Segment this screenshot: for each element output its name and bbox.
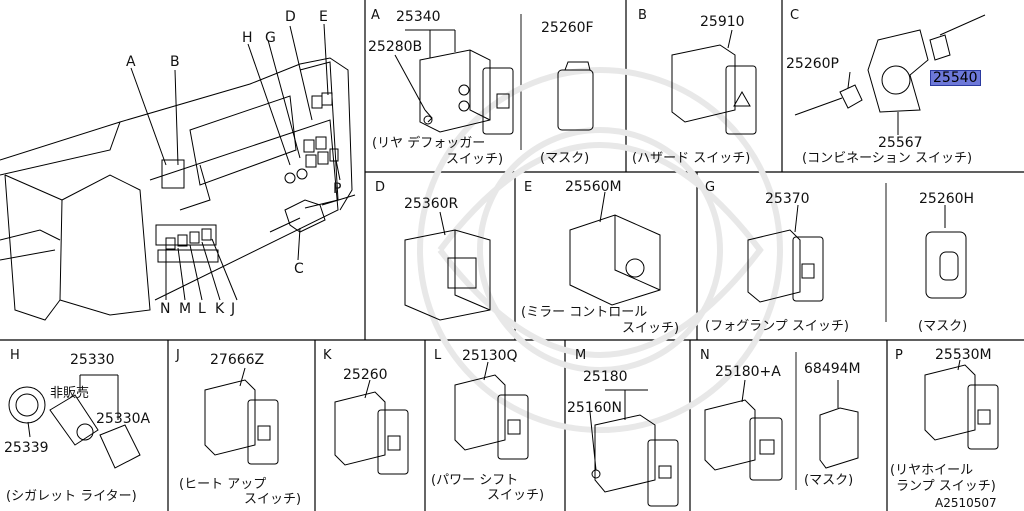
section-k-letter: K [323, 348, 332, 363]
part-number[interactable]: 25560M [565, 179, 622, 195]
overview-callout-n: N [160, 301, 171, 317]
part-description: (ヒート アップ [179, 477, 267, 492]
part-number[interactable]: 25360R [404, 196, 459, 212]
section-m-letter: M [575, 348, 587, 363]
part-number[interactable]: 25260F [541, 20, 594, 36]
section-l-letter: L [434, 348, 442, 363]
section-j-letter: J [176, 348, 180, 363]
part-number-highlighted[interactable]: 25540 [930, 70, 981, 86]
part-description: スイッチ) [622, 321, 680, 336]
overview-callout-g: G [265, 30, 276, 46]
section-e-letter: E [524, 180, 533, 195]
part-number[interactable]: 25260P [786, 56, 839, 72]
part-description: (コンビネーション スイッチ) [802, 151, 973, 166]
part-description: (マスク) [918, 319, 968, 334]
part-description: (マスク) [804, 473, 854, 488]
part-description: (シガレット ライター) [6, 489, 137, 504]
part-number[interactable]: 25160N [567, 400, 623, 416]
overview-callout-a: A [126, 54, 136, 70]
section-b-letter: B [638, 8, 647, 23]
part-description: ランプ スイッチ) [896, 479, 996, 494]
part-number[interactable]: 25260H [919, 191, 975, 207]
section-d-letter: D [375, 180, 386, 195]
part-description: (ハザード スイッチ) [632, 151, 751, 166]
part-number[interactable]: 25330 [70, 352, 115, 368]
overview-callout-j: J [231, 301, 236, 317]
overview-callout-m: M [179, 301, 192, 317]
part-number[interactable]: 25180+A [715, 364, 781, 380]
part-description: (マスク) [540, 151, 590, 166]
overview-callout-h: H [242, 30, 253, 46]
part-description: (ミラー コントロール [521, 305, 648, 320]
diagram-reference-code: A2510507 [935, 496, 997, 510]
section-a-letter: A [371, 8, 380, 23]
part-number[interactable]: 25567 [878, 135, 923, 151]
part-description: (リヤ デフォッガー [372, 136, 486, 151]
part-number[interactable]: 68494M [804, 361, 861, 377]
overview-callout-c: C [294, 261, 304, 277]
part-number[interactable]: 25130Q [462, 348, 518, 364]
part-description: スイッチ) [487, 488, 545, 503]
part-description: (パワー シフト [431, 473, 519, 488]
part-number[interactable]: 25180 [583, 369, 628, 385]
overview-callout-b: B [170, 54, 180, 70]
part-number[interactable]: 25910 [700, 14, 745, 30]
part-note: 非販売 [50, 386, 90, 401]
overview-callout-l: L [198, 301, 206, 317]
part-description: (フォグランプ スイッチ) [705, 319, 849, 334]
part-description: スイッチ) [446, 152, 504, 167]
section-c-letter: C [790, 8, 800, 23]
part-number[interactable]: 25280B [368, 39, 423, 55]
section-p-letter: P [895, 348, 903, 363]
part-description: (リヤホイール [890, 463, 974, 478]
overview-callout-k: K [215, 301, 225, 317]
section-n-letter: N [700, 348, 710, 363]
overview-callout-p: P [333, 181, 342, 197]
section-g-letter: G [705, 180, 716, 195]
overview-callout-d: D [285, 9, 296, 25]
part-number[interactable]: 25260 [343, 367, 388, 383]
overview-callout-e: E [319, 9, 328, 25]
part-number[interactable]: 25370 [765, 191, 810, 207]
part-number[interactable]: 25530M [935, 347, 992, 363]
part-number[interactable]: 25340 [396, 9, 441, 25]
part-number[interactable]: 25339 [4, 440, 49, 456]
section-h-letter: H [10, 348, 20, 363]
part-number[interactable]: 25330A [96, 411, 151, 427]
part-description: スイッチ) [244, 492, 302, 507]
part-number[interactable]: 27666Z [210, 352, 265, 368]
